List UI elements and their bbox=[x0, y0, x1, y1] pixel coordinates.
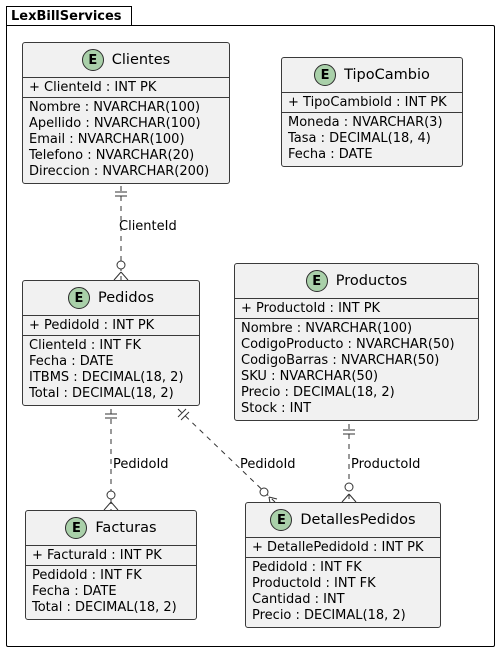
rel-label-pedidoid-detalles: PedidoId bbox=[240, 457, 296, 472]
attribute: Precio : DECIMAL(18, 2) bbox=[252, 608, 406, 623]
attribute: CodigoBarras : NVARCHAR(50) bbox=[241, 353, 440, 368]
attribute: ITBMS : DECIMAL(18, 2) bbox=[29, 370, 184, 385]
entity-name: TipoCambio bbox=[344, 67, 430, 83]
attribute: Fecha : DATE bbox=[288, 147, 373, 162]
attribute: SKU : NVARCHAR(50) bbox=[241, 369, 379, 384]
attribute: Total : DECIMAL(18, 2) bbox=[32, 600, 177, 615]
attribute: PedidoId : INT FK bbox=[32, 568, 142, 583]
entity-name: Facturas bbox=[95, 520, 157, 536]
attribute: Nombre : NVARCHAR(100) bbox=[29, 100, 201, 115]
entity-header: E DetallesPedidos bbox=[246, 503, 440, 537]
entity-header: E TipoCambio bbox=[282, 58, 462, 92]
attribute: Nombre : NVARCHAR(100) bbox=[241, 321, 413, 336]
attribute: PedidoId : INT FK bbox=[252, 560, 362, 575]
entity-icon: E bbox=[270, 509, 293, 531]
entity-header: E Facturas bbox=[26, 511, 196, 545]
entity-attributes: Nombre : NVARCHAR(100) CodigoProducto : … bbox=[235, 319, 478, 420]
rel-mark-detalles-zero-1 bbox=[259, 487, 269, 497]
rel-label-pedidoid-facturas: PedidoId bbox=[113, 457, 169, 472]
entity-attributes: PedidoId : INT FK ProductoId : INT FK Ca… bbox=[246, 558, 440, 627]
rel-mark-pedidos2-one-b bbox=[180, 411, 190, 421]
rel-mark-detalles-crow2-l bbox=[341, 493, 350, 503]
rel-line-pedidos-detalles bbox=[177, 408, 276, 503]
rel-mark-detalles-crow1-b bbox=[268, 496, 278, 500]
rel-mark-pedidos-crow-r bbox=[120, 271, 129, 281]
rel-label-clienteid: ClienteId bbox=[119, 219, 177, 234]
attribute: ProductoId : INT FK bbox=[252, 576, 376, 591]
entity-clientes[interactable]: E Clientes + ClienteId : INT PK Nombre :… bbox=[22, 42, 230, 184]
attribute: Telefono : NVARCHAR(20) bbox=[29, 148, 195, 163]
entity-name: Clientes bbox=[111, 52, 171, 68]
attribute: Apellido : NVARCHAR(100) bbox=[29, 116, 201, 131]
attribute: ClienteId : INT FK bbox=[29, 338, 141, 353]
entity-icon: E bbox=[81, 49, 104, 71]
entity-attributes: Moneda : NVARCHAR(3) Tasa : DECIMAL(18, … bbox=[282, 113, 462, 166]
package-name: LexBillServices bbox=[11, 9, 122, 24]
entity-facturas[interactable]: E Facturas + FacturaId : INT PK PedidoId… bbox=[25, 510, 197, 620]
attribute: Direccion : NVARCHAR(200) bbox=[29, 164, 210, 179]
entity-icon: E bbox=[67, 287, 90, 309]
rel-label-productoid: ProductoId bbox=[351, 457, 421, 472]
entity-name: Pedidos bbox=[97, 290, 154, 306]
entity-pk: + FacturaId : INT PK bbox=[32, 548, 162, 563]
entity-header: E Clientes bbox=[23, 43, 229, 77]
rel-mark-facturas-crow-l bbox=[103, 501, 112, 511]
rel-mark-pedidos-zero bbox=[116, 260, 126, 270]
package-tab: LexBillServices bbox=[6, 6, 132, 26]
package-frame bbox=[6, 25, 495, 647]
entity-productos[interactable]: E Productos + ProductoId : INT PK Nombre… bbox=[234, 263, 479, 421]
attribute: Fecha : DATE bbox=[29, 354, 114, 369]
entity-header: E Productos bbox=[235, 264, 478, 298]
rel-mark-facturas-zero bbox=[106, 490, 116, 500]
entity-attributes: PedidoId : INT FK Fecha : DATE Total : D… bbox=[26, 566, 196, 619]
rel-mark-facturas-crow-r bbox=[110, 501, 119, 511]
entity-name: DetallesPedidos bbox=[300, 512, 416, 528]
attribute: Fecha : DATE bbox=[32, 584, 117, 599]
rel-mark-pedidos2-one-a bbox=[177, 408, 187, 418]
entity-pk: + DetallePedidoId : INT PK bbox=[252, 540, 424, 555]
entity-pk: + ClienteId : INT PK bbox=[29, 80, 157, 95]
entity-header: E Pedidos bbox=[23, 281, 199, 315]
attribute: Precio : DECIMAL(18, 2) bbox=[241, 385, 395, 400]
entity-detallespedidos[interactable]: E DetallesPedidos + DetallePedidoId : IN… bbox=[245, 502, 441, 628]
rel-mark-detalles-zero-2 bbox=[344, 482, 354, 492]
entity-tipocambio[interactable]: E TipoCambio + TipoCambioId : INT PK Mon… bbox=[281, 57, 463, 167]
attribute: CodigoProducto : NVARCHAR(50) bbox=[241, 337, 455, 352]
entity-pedidos[interactable]: E Pedidos + PedidoId : INT PK ClienteId … bbox=[22, 280, 200, 406]
entity-pk: + PedidoId : INT PK bbox=[29, 318, 155, 333]
attribute: Stock : INT bbox=[241, 401, 312, 416]
entity-attributes: Nombre : NVARCHAR(100) Apellido : NVARCH… bbox=[23, 98, 229, 183]
attribute: Moneda : NVARCHAR(3) bbox=[288, 115, 443, 130]
entity-icon: E bbox=[305, 270, 328, 292]
attribute: Total : DECIMAL(18, 2) bbox=[29, 386, 174, 401]
entity-icon: E bbox=[314, 64, 337, 86]
entity-pk: + TipoCambioId : INT PK bbox=[288, 95, 447, 110]
entity-pk: + ProductoId : INT PK bbox=[241, 301, 381, 316]
attribute: Tasa : DECIMAL(18, 4) bbox=[288, 131, 431, 146]
entity-name: Productos bbox=[335, 273, 408, 289]
attribute: Email : NVARCHAR(100) bbox=[29, 132, 185, 147]
rel-mark-detalles-crow2-r bbox=[348, 493, 357, 503]
entity-icon: E bbox=[65, 517, 88, 539]
entity-attributes: ClienteId : INT FK Fecha : DATE ITBMS : … bbox=[23, 336, 199, 405]
rel-mark-pedidos-crow-l bbox=[113, 271, 122, 281]
attribute: Cantidad : INT bbox=[252, 592, 345, 607]
